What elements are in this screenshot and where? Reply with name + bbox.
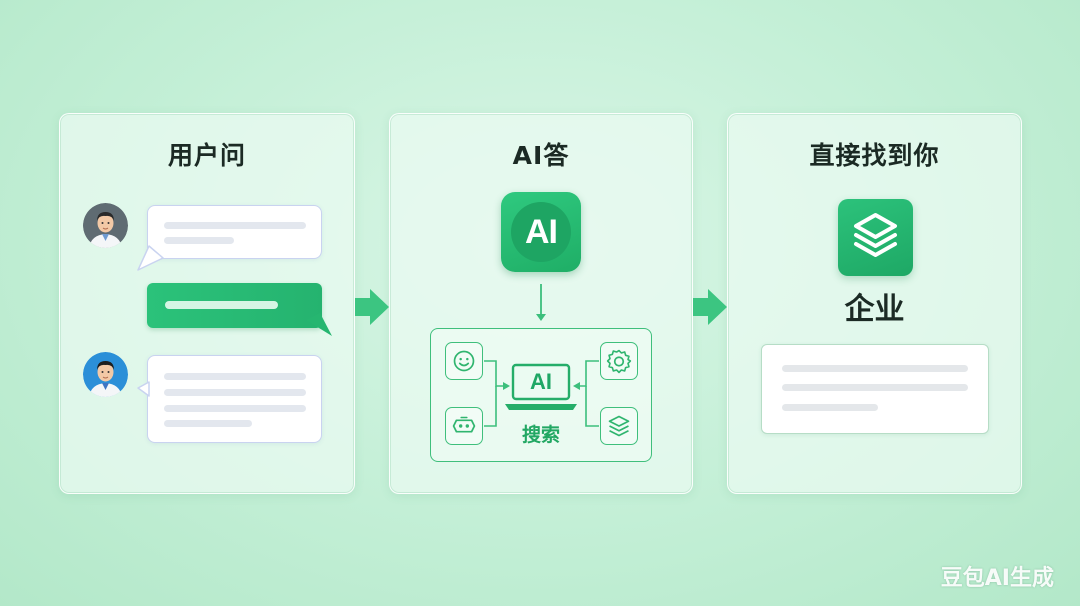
layers-icon — [600, 407, 638, 445]
text-placeholder-line — [164, 420, 252, 427]
ai-app-icon: AI — [501, 192, 581, 272]
watermark: 豆包AI生成 — [940, 566, 1054, 591]
text-placeholder-line — [164, 389, 306, 396]
panel-title-user-asks: 用户问 — [167, 141, 246, 170]
panel-title-find-you: 直接找到你 — [809, 141, 940, 170]
company-logo — [838, 199, 913, 276]
text-placeholder-line — [782, 365, 968, 372]
ai-icon-circle: AI — [511, 202, 571, 262]
question-bubble-1 — [147, 205, 322, 259]
text-placeholder-line — [164, 237, 234, 244]
result-card — [761, 344, 989, 434]
smiley-icon — [445, 342, 483, 380]
robot-icon — [445, 407, 483, 445]
question-bubble-2 — [147, 355, 322, 443]
text-placeholder-line — [164, 222, 306, 229]
user-avatar-2 — [83, 352, 128, 397]
avatar-icon — [83, 352, 128, 397]
text-placeholder-line — [782, 404, 878, 411]
search-screen-label: AI — [530, 369, 552, 394]
text-placeholder-line — [164, 405, 306, 412]
user-avatar-1 — [83, 203, 128, 248]
ai-icon-label: AI — [525, 212, 558, 251]
panel-title-ai-answers: AI答 — [512, 141, 570, 170]
arrow-right-icon — [355, 289, 389, 325]
gear-icon — [600, 342, 638, 380]
company-label: 企业 — [844, 292, 905, 327]
text-placeholder-line — [164, 373, 306, 380]
text-placeholder-line — [165, 301, 278, 309]
search-label: 搜索 — [521, 424, 560, 446]
text-placeholder-line — [782, 384, 968, 391]
avatar-icon — [83, 203, 128, 248]
layers-icon — [854, 213, 897, 257]
answer-bubble — [147, 283, 322, 328]
arrow-right-icon — [693, 289, 727, 325]
